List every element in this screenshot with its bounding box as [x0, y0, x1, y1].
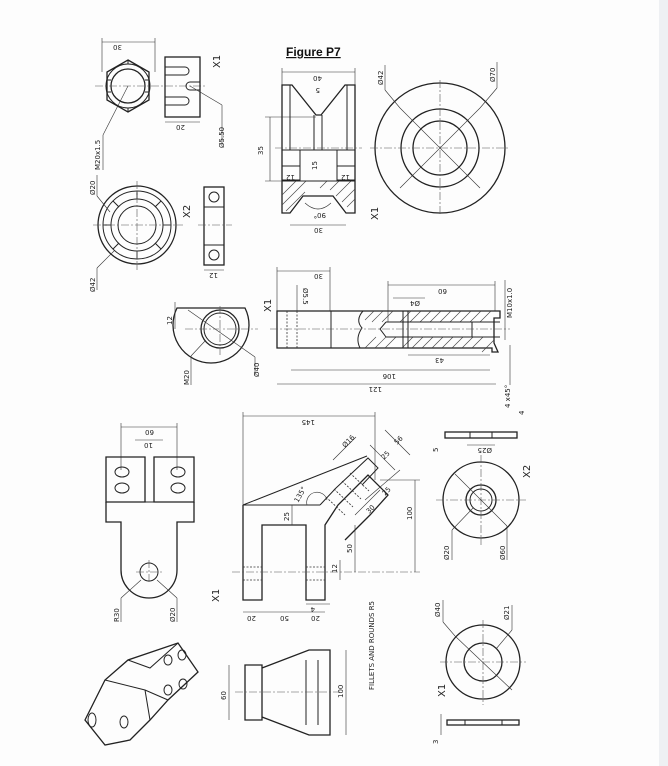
bearing-front-view: Ø20 Ø42 — [89, 175, 183, 292]
vertical-scrollbar[interactable] — [659, 0, 668, 766]
bearing-quantity: X2 — [182, 205, 193, 218]
bracket-hole20-dim: Ø20 — [169, 608, 177, 622]
pulley-right-hub-dim: 12 — [341, 173, 350, 181]
bracket-h12-dim: 12 — [331, 564, 339, 573]
nut-quantity: X1 — [212, 55, 223, 68]
pulley-front-view: Ø42 Ø70 X1 — [370, 62, 510, 220]
small-washer-quantity: X1 — [437, 684, 448, 697]
bracket-side-view: 145 135° 25 Ø16 25 56 25 30 100 50 12 — [232, 412, 420, 622]
bracket-w50-dim: 50 — [280, 614, 289, 622]
bracket-gap10-dim: 10 — [144, 441, 153, 449]
washer-boss-dim: Ø25 — [478, 446, 492, 454]
nut-thread-dim: M20x1.5 — [94, 140, 102, 170]
pulley-groove-dim: 5 — [316, 86, 320, 94]
pulley-left-hub-dim: 12 — [286, 173, 295, 181]
bracket-quantity: X1 — [211, 589, 222, 602]
bracket-w20b-dim: 20 — [311, 614, 320, 622]
figure-title: Figure P7 — [286, 45, 341, 59]
bearing-outer-dia-dim: Ø42 — [89, 278, 97, 292]
bracket-d56-dim: 56 — [393, 434, 405, 446]
pulley-section-view: 40 5 35 15 12 12 90° 30 — [257, 68, 362, 234]
shaft-quantity: X1 — [263, 299, 274, 312]
shaft-chamfer-dim: 4 x45° — [504, 385, 512, 408]
pulley-bottom-dim: 30 — [314, 226, 323, 234]
nut-pin-hole-dim: Ø5.50 — [218, 127, 226, 148]
nut-width-dim: 30 — [113, 43, 122, 51]
pulley-outer-dia-dim: Ø70 — [489, 68, 497, 82]
bracket-d25b-dim: 25 — [380, 449, 392, 461]
pulley-quantity: X1 — [370, 207, 381, 220]
bracket-r30-dim: R30 — [113, 608, 121, 622]
bracket-len145-dim: 145 — [302, 418, 315, 426]
nut-height-dim: 20 — [176, 123, 185, 131]
pulley-top-dim: 40 — [313, 74, 322, 82]
bearing-width-dim: 12 — [209, 271, 218, 279]
bracket-base100-dim: 100 — [337, 685, 345, 698]
small-washer-thick-dim: 3 — [432, 740, 440, 744]
pulley-angle-dim: 90° — [314, 211, 326, 219]
bracket-d25c-dim: 25 — [381, 485, 393, 497]
large-washer-quantity: X2 — [522, 465, 533, 478]
castle-nut-top-view: 30 M20x1.5 — [94, 38, 205, 170]
washer-t4-dim: 4 — [518, 410, 526, 415]
bracket-d25a-dim: 25 — [283, 512, 291, 521]
bracket-bottom-view: 60 100 — [220, 649, 347, 736]
shaft-len106-dim: 106 — [382, 372, 396, 380]
small-washer-outer-dim: Ø40 — [434, 603, 442, 617]
bearing-side-view: 12 X2 — [182, 186, 232, 279]
large-washer-side-view: Ø25 5 4 — [432, 410, 526, 454]
bracket-isometric-view — [84, 642, 199, 746]
shaft-dia-dim: Ø40 — [253, 363, 261, 377]
small-washer-inner-dim: Ø21 — [503, 606, 511, 620]
shaft-bore-len-dim: 60 — [438, 287, 447, 295]
bracket-d30-dim: 30 — [365, 503, 377, 515]
large-washer-front-view: Ø20 Ø60 X2 — [436, 455, 533, 560]
shaft-hole1-dim: Ø5.5 — [301, 288, 309, 305]
shaft-thread-end-dim: M10x1.0 — [506, 288, 514, 318]
bearing-inner-dia-dim: Ø20 — [89, 181, 97, 195]
shaft-head-len-dim: 30 — [314, 272, 323, 280]
bracket-h50-dim: 50 — [346, 544, 354, 553]
pulley-height-dim: 35 — [257, 146, 265, 155]
castle-nut-side-view: 20 Ø5.50 X1 — [164, 55, 226, 148]
bracket-angle-dim: 135° — [293, 485, 308, 504]
fillets-note: FILLETS AND ROUNDS R5 — [368, 601, 376, 690]
bracket-hole16-dim: Ø16 — [341, 433, 357, 449]
bracket-w4-dim: 4 — [310, 605, 315, 613]
small-washer-front-view: Ø40 Ø21 X1 — [434, 600, 526, 705]
washer-inner-dim: Ø20 — [443, 546, 451, 560]
small-washer-side-view: 3 — [432, 714, 520, 744]
bracket-base60-dim: 60 — [220, 691, 228, 700]
pulley-inner-dia-dim: Ø42 — [377, 71, 385, 85]
bracket-span60-dim: 60 — [145, 428, 154, 436]
shaft-end-view: 12 M20 Ø40 — [166, 302, 261, 385]
washer-outer-dim: Ø60 — [499, 546, 507, 560]
shaft-len121-dim: 121 — [369, 385, 382, 393]
shaft-pos43-dim: 43 — [435, 356, 444, 364]
washer-thick-dim: 5 — [432, 448, 440, 452]
bracket-w20a-dim: 20 — [247, 614, 256, 622]
pulley-hub-dim: 15 — [311, 161, 319, 170]
bracket-h100-dim: 100 — [406, 507, 414, 520]
shaft-side-view: X1 30 Ø5.5 60 — [263, 267, 514, 408]
bracket-front-view: 60 10 R30 Ø20 X1 — [105, 423, 222, 622]
shaft-thread-dim: M20 — [183, 370, 191, 385]
shaft-flat-dim: 12 — [166, 316, 174, 325]
shaft-hole2-dim: Ø4 — [409, 299, 420, 307]
